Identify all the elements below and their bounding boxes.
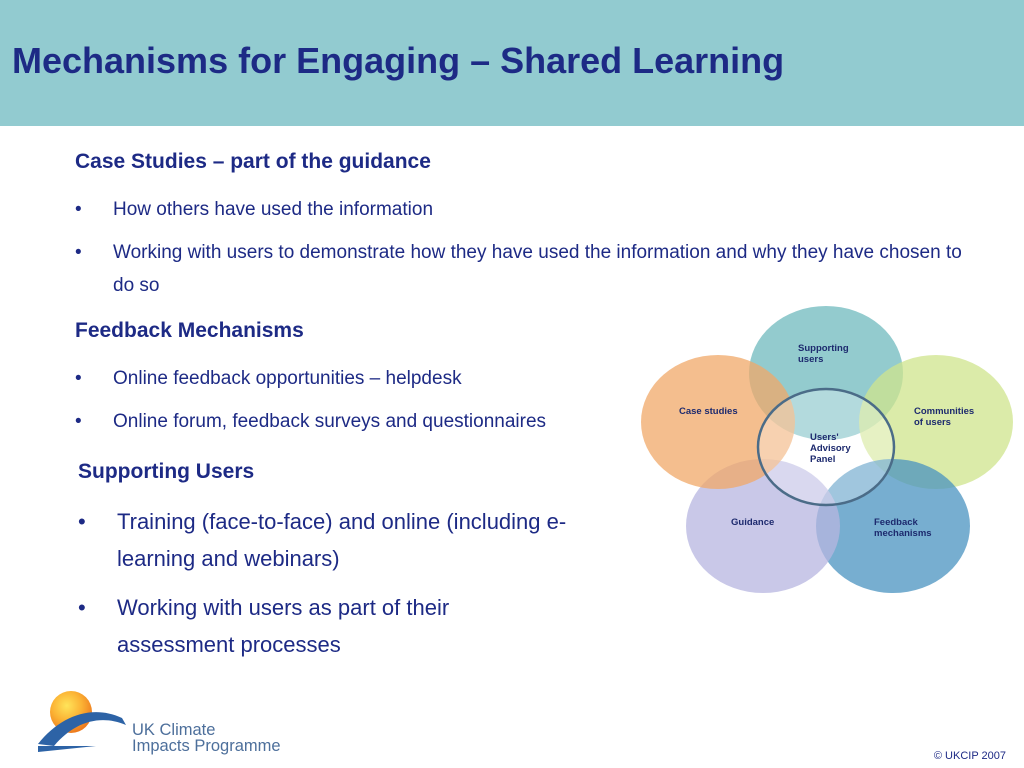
bullet-text: Working with users to demonstrate how th… [113, 242, 962, 296]
feedback-mechanisms-label: Feedback mechanisms [874, 517, 932, 539]
label-line: of users [914, 417, 951, 428]
list-item: • Online forum, feedback surveys and que… [75, 405, 635, 438]
label-line: Users' [810, 432, 839, 443]
bullet-text: Working with users as part of their asse… [117, 595, 450, 657]
users-advisory-panel-circle [756, 387, 896, 507]
bullet-symbol: • [75, 199, 82, 220]
communities-of-users-label: Communities of users [914, 406, 977, 428]
bullet-symbol: • [78, 595, 86, 620]
bullet-symbol: • [78, 509, 86, 534]
bullet-text: Online feedback opportunities – helpdesk [113, 368, 462, 389]
list-item: • Online feedback opportunities – helpde… [75, 362, 635, 395]
engagement-venn-diagram: Supporting users Communities of users Fe… [641, 306, 1013, 593]
users-advisory-panel-label: Users' Advisory Panel [810, 432, 853, 465]
list-item: • Working with users to demonstrate how … [75, 236, 985, 302]
guidance-circle [686, 459, 840, 593]
label-line: users [798, 354, 823, 365]
copyright-notice: © UKCIP 2007 [933, 750, 1006, 762]
bullet-text: How others have used the information [113, 199, 434, 220]
bullet-symbol: • [75, 411, 82, 432]
case-studies-label: Case studies [679, 406, 738, 417]
logo-wordmark: UK Climate Impacts Programme [132, 721, 281, 755]
bullet-symbol: • [75, 242, 82, 263]
logo-line: UK Climate [132, 721, 216, 739]
bullet-text: Online forum, feedback surveys and quest… [113, 411, 547, 432]
feedback-mechanisms-circle [816, 459, 970, 593]
label-line: Communities [914, 406, 974, 417]
supporting-users-label: Supporting users [798, 343, 851, 365]
section-heading-supporting-users: Supporting Users [78, 460, 255, 483]
label-line: Supporting [798, 343, 849, 354]
list-item: • Training (face-to-face) and online (in… [78, 503, 623, 577]
bullet-symbol: • [75, 368, 82, 389]
bullet-text: Training (face-to-face) and online (incl… [117, 509, 567, 571]
label-line: mechanisms [874, 528, 932, 539]
guidance-label: Guidance [731, 517, 774, 528]
list-item: • How others have used the information [75, 193, 635, 226]
communities-of-users-circle [859, 355, 1013, 489]
sun-over-wave-icon [38, 691, 126, 752]
label-line: Advisory [810, 443, 851, 454]
section-heading-case-studies: Case Studies – part of the guidance [75, 150, 431, 173]
label-line: Panel [810, 454, 835, 465]
logo-line: Impacts Programme [132, 737, 281, 755]
label-line: Feedback [874, 517, 919, 528]
list-item: • Working with users as part of their as… [78, 589, 538, 663]
slide-title: Mechanisms for Engaging – Shared Learnin… [12, 40, 785, 81]
section-heading-feedback-mechanisms: Feedback Mechanisms [75, 319, 304, 342]
title-banner: Mechanisms for Engaging – Shared Learnin… [0, 0, 1024, 126]
case-studies-circle [641, 355, 795, 489]
